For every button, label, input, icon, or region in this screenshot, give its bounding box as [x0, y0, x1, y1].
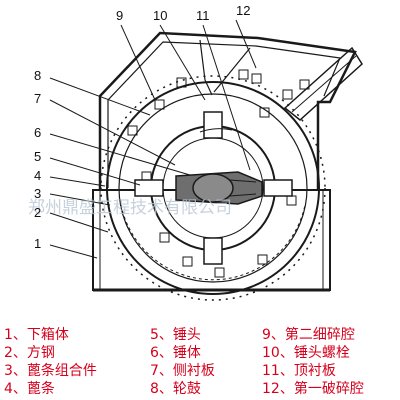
legend-item-4: 4、蓖条 — [4, 381, 55, 397]
watermark: 郑州鼎盛工程技术有限公司 — [28, 198, 232, 218]
callout-4: 4 — [34, 168, 41, 183]
legend-item-2: 2、方钢 — [4, 345, 55, 361]
legend-item-10: 10、锤头螺栓 — [262, 345, 350, 361]
grate-bar-ring — [100, 75, 326, 301]
hub — [192, 173, 234, 203]
callout-9: 9 — [116, 8, 123, 23]
legend-item-8: 8、轮鼓 — [150, 381, 201, 397]
legend-item-7: 7、侧衬板 — [150, 363, 215, 379]
leader-lines — [49, 19, 257, 259]
callout-12: 12 — [236, 3, 250, 18]
legend-item-11: 11、顶衬板 — [262, 363, 336, 379]
feed-chute — [283, 46, 363, 121]
rotation-arrow — [199, 128, 233, 133]
callout-8: 8 — [34, 68, 41, 83]
legend-item-5: 5、锤头 — [150, 327, 201, 343]
legend-item-3: 3、蓖条组合件 — [4, 363, 97, 379]
callout-5: 5 — [34, 149, 41, 164]
callout-3: 3 — [34, 186, 41, 201]
legend-item-9: 9、第二细碎腔 — [262, 327, 355, 343]
callout-11: 11 — [196, 8, 210, 23]
crusher-cross-section: 郑州鼎盛工程技术有限公司 9 10 11 12 8 7 6 5 4 3 2 1 — [28, 3, 363, 301]
legend-item-12: 12、第一破碎腔 — [262, 381, 364, 397]
hammers — [134, 111, 293, 265]
grate-assembly — [106, 81, 320, 295]
callout-1: 1 — [34, 236, 41, 251]
parts-legend: 1、下箱体 2、方钢 3、蓖条组合件 4、蓖条 5、锤头 6、锤体 7、侧衬板 … — [0, 318, 400, 400]
callout-6: 6 — [34, 125, 41, 140]
callout-7: 7 — [34, 91, 41, 106]
callout-2: 2 — [34, 205, 41, 220]
legend-item-6: 6、锤体 — [150, 345, 201, 361]
legend-item-1: 1、下箱体 — [4, 327, 69, 343]
callout-10: 10 — [153, 8, 167, 23]
